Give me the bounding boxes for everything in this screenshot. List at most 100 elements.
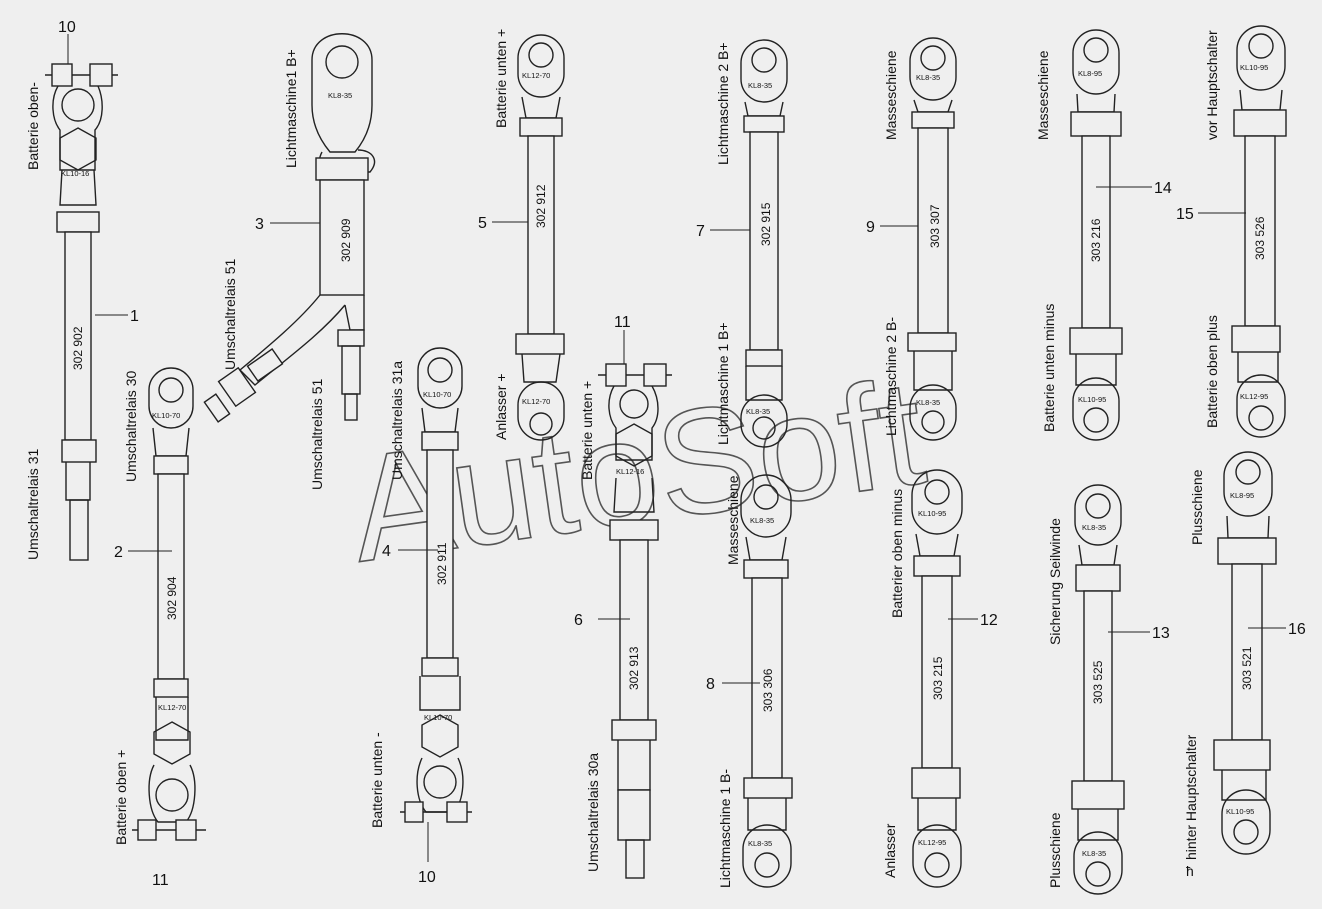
cable-2-lug-top: KL10-70 (152, 411, 180, 420)
cable-4-lug-bottom: KL10-70 (424, 713, 452, 722)
cable-8-label-bottom: Lichtmaschine 1 B- (717, 769, 733, 888)
cable-14-lug-bottom: KL10-95 (1078, 395, 1106, 404)
cable-5-lug-top: KL12-70 (522, 71, 550, 80)
cable-7-callout: 7 (696, 223, 705, 240)
hardware-10-top: 10 (58, 19, 76, 64)
cable-7-label-bottom: Lichtmaschine 1 B+ (715, 322, 731, 445)
cable-14-label-top: Masseschiene (1035, 50, 1051, 140)
cable-3-label-top: Lichtmaschine1 B+ (283, 49, 299, 168)
cable-12-lug-bottom: KL12-95 (918, 838, 946, 847)
cable-15-label-bottom: Batterie oben plus (1204, 315, 1220, 428)
cable-3-lug-top: KL8-35 (328, 91, 352, 100)
cable-3-label-bottom: Umschaltrelais 51 (309, 379, 325, 490)
cable-9-lug-bottom: KL8-35 (916, 398, 940, 407)
hardware-11-bottom-left-label: 11 (152, 872, 169, 889)
cable-14-lug-top: KL8-95 (1078, 69, 1102, 78)
cable-1-label-top: Batterie oben- (25, 82, 41, 170)
cable-5-lug-bottom: KL12-70 (522, 397, 550, 406)
cable-2-part-number: 302 904 (165, 576, 179, 620)
cable-6-callout: 6 (574, 612, 583, 629)
cable-7-part-number: 302 915 (759, 202, 773, 246)
cable-8-part-number: 303 306 (761, 668, 775, 712)
cable-14-label-bottom: Batterie unten minus (1041, 304, 1057, 432)
cable-16-lug-bottom: KL10-95 (1226, 807, 1254, 816)
cable-4-part-number: 302 911 (435, 542, 449, 585)
cable-8-lug-top: KL8-35 (750, 516, 774, 525)
cable-5-label-bottom: Anlasser + (493, 373, 509, 440)
cable-16-label-top: Plusschiene (1189, 469, 1205, 545)
cable-8-callout: 8 (706, 676, 715, 693)
cable-15-callout: 15 (1176, 206, 1194, 223)
cable-15-lug-bottom: KL12-95 (1240, 392, 1268, 401)
hardware-11-top: 11 (614, 314, 631, 364)
cable-1-callout: 1 (130, 308, 139, 325)
cable-3-callout: 3 (255, 216, 264, 233)
cable-8: KL8-35 KL8-35 303 306 Masseschiene Licht… (706, 474, 793, 888)
cable-4-label-bottom: Batterie unten - (369, 732, 385, 828)
cable-16-lug-top: KL8-95 (1230, 491, 1254, 500)
cable-13-label-bottom: Plusschiene (1047, 812, 1063, 888)
cable-3-part-number: 302 909 (339, 218, 353, 262)
cable-7-lug-top: KL8-35 (748, 81, 772, 90)
hardware-11-top-label: 11 (614, 314, 631, 331)
hardware-10-top-label: 10 (58, 19, 76, 36)
cable-9-part-number: 303 307 (928, 204, 942, 248)
cable-12-label-bottom: Anlasser (882, 823, 898, 878)
cable-13-callout: 13 (1152, 625, 1170, 642)
hardware-10-bottom: 10 (418, 822, 436, 886)
cable-6: KL12-16 302 913 Batterie unten + Umschal… (574, 363, 672, 879)
cable-8-label-top: Masseschiene (725, 475, 741, 565)
cable-16-part-number: 303 521 (1240, 646, 1254, 690)
cable-7-lug-bottom: KL8-35 (746, 407, 770, 416)
cable-2-callout: 2 (114, 544, 123, 561)
cable-13: KL8-35 KL8-35 303 525 Sicherung Seilwind… (1047, 484, 1170, 895)
cable-1-part-number: 302 902 (71, 326, 85, 370)
cable-12-part-number: 303 215 (931, 656, 945, 700)
cable-12-label-top: Batterier oben minus (889, 489, 905, 618)
cable-15: KL10-95 KL12-95 303 526 vor Hauptschalte… (1176, 25, 1287, 438)
cable-13-part-number: 303 525 (1091, 660, 1105, 704)
cable-14-callout: 14 (1154, 180, 1172, 197)
stray-glyph: ħ (1186, 863, 1194, 879)
cable-4: KL10-70 KL10-70 302 911 Umschaltrelais 3… (369, 347, 472, 828)
cable-5: KL12-70 KL12-70 302 912 Batterie unten +… (478, 29, 565, 441)
cable-14: KL8-95 KL10-95 303 216 Masseschiene Batt… (1035, 29, 1172, 441)
cable-6-label-bottom: Umschaltrelais 30a (585, 753, 601, 872)
cable-15-lug-top: KL10-95 (1240, 63, 1268, 72)
cable-5-part-number: 302 912 (534, 184, 548, 228)
cable-9-label-top: Masseschiene (883, 50, 899, 140)
cable-14-part-number: 303 216 (1089, 218, 1103, 262)
cable-6-label-top: Batterie unten + (579, 381, 595, 480)
cable-1: KL10-16 302 902 Batterie oben- Umschaltr… (25, 63, 139, 561)
cable-9-label-bottom: Lichtmaschine 2 B- (883, 317, 899, 436)
cable-1-label-bottom: Umschaltrelais 31 (25, 449, 41, 560)
cable-15-label-top: vor Hauptschalter (1204, 30, 1220, 140)
cable-3-label-left: Umschaltrelais 51 (222, 259, 238, 370)
cable-2: KL10-70 KL12-70 302 904 Umschaltrelais 3… (113, 367, 206, 845)
cable-1-lug-top: KL10-16 (61, 169, 89, 178)
cable-9: KL8-35 KL8-35 303 307 Masseschiene Licht… (866, 37, 957, 441)
cable-4-lug-top: KL10-70 (423, 390, 451, 399)
cable-12: KL10-95 KL12-95 303 215 Batterier oben m… (882, 469, 998, 888)
cable-12-lug-top: KL10-95 (918, 509, 946, 518)
cable-13-lug-bottom: KL8-35 (1082, 849, 1106, 858)
cable-6-part-number: 302 913 (627, 646, 641, 690)
cable-13-label-top: Sicherung Seilwinde (1047, 518, 1063, 645)
cable-4-callout: 4 (382, 543, 391, 560)
cable-13-lug-top: KL8-35 (1082, 523, 1106, 532)
cable-16-label-bottom: hinter Hauptschalter (1183, 734, 1199, 860)
cable-6-lug-top: KL12-16 (616, 467, 644, 476)
cable-16: KL8-95 KL10-95 303 521 Plusschiene hinte… (1183, 451, 1306, 879)
hardware-10-bottom-label: 10 (418, 869, 436, 886)
cable-7: KL8-35 KL8-35 302 915 Lichtmaschine 2 B+… (696, 39, 788, 448)
cable-12-callout: 12 (980, 612, 998, 629)
cable-3: KL8-35 302 909 Lichtmaschine1 B+ Umschal… (203, 33, 376, 490)
cable-2-lug-bottom: KL12-70 (158, 703, 186, 712)
cable-2-label-bottom: Batterie oben + (113, 750, 129, 845)
cable-15-part-number: 303 526 (1253, 216, 1267, 260)
cable-2-label-top: Umschaltrelais 30 (123, 371, 139, 482)
cable-4-label-top: Umschaltrelais 31a (389, 361, 405, 480)
cable-16-callout: 16 (1288, 621, 1306, 638)
